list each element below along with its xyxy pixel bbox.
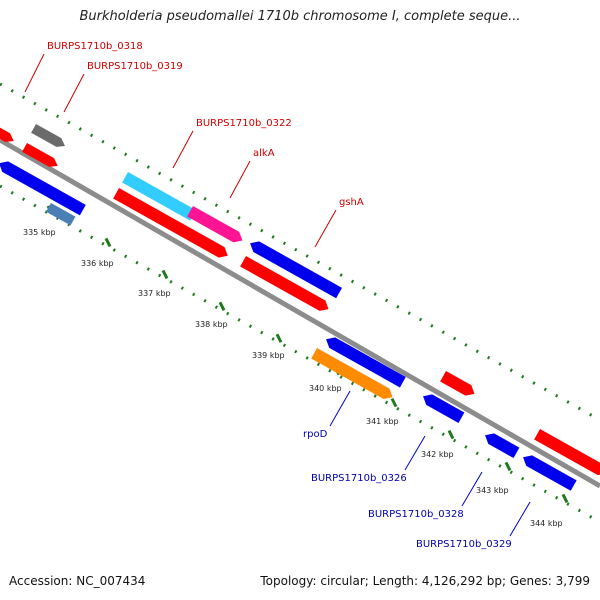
upper-tick-row — [0, 82, 600, 422]
kbp-label: 343 kbp — [476, 486, 509, 495]
tick-rows — [0, 82, 600, 524]
kbp-label: 340 kbp — [309, 384, 342, 393]
gene-label: BURPS1710b_0322 — [196, 118, 292, 129]
kbp-tick — [161, 269, 169, 280]
kbp-label: 339 kbp — [252, 351, 285, 360]
lower-tick-row — [0, 184, 600, 524]
gene-feature — [240, 256, 329, 311]
ruler: 335 kbp 336 kbp 337 kbp 338 kbp 339 kbp 340 k… — [23, 228, 563, 528]
gene-label: rpoD — [303, 429, 328, 440]
gene-feature — [0, 161, 86, 216]
kbp-label: 344 kbp — [530, 519, 563, 528]
gene-label: alkA — [253, 148, 275, 159]
gene-label: BURPS1710b_0318 — [47, 41, 143, 52]
gene-leader-line — [63, 73, 85, 113]
gene-feature — [311, 348, 393, 400]
gene-feature — [122, 172, 197, 221]
gene-leader-line — [509, 501, 531, 537]
gene-feature — [31, 124, 65, 147]
map-title: Burkholderia pseudomallei 1710b chromoso… — [79, 9, 521, 24]
gene-feature — [22, 143, 58, 167]
gene-label: BURPS1710b_0328 — [368, 509, 464, 520]
leaders — [24, 53, 531, 537]
kbp-tick — [218, 301, 226, 311]
kbp-tick — [275, 333, 283, 343]
gene-feature — [534, 429, 600, 476]
kbp-label: 335 kbp — [23, 228, 56, 237]
backbone-line — [0, 137, 600, 489]
kbp-label: 342 kbp — [421, 450, 454, 459]
gene-leader-line — [24, 53, 45, 93]
gene-feature — [113, 188, 228, 258]
gene-leader-line — [461, 471, 483, 507]
gene-label: BURPS1710b_0319 — [87, 61, 183, 72]
genome-summary-text: Topology: circular; Length: 4,126,292 bp… — [260, 574, 590, 588]
gene-leader-line — [314, 209, 337, 248]
kbp-label: 337 kbp — [138, 289, 171, 298]
gene-feature — [423, 394, 465, 423]
gene-feature — [326, 337, 406, 388]
kbp-tick — [104, 237, 112, 248]
gene-label: BURPS1710b_0326 — [311, 473, 407, 484]
gene-feature — [523, 455, 577, 491]
kbp-tick — [504, 461, 512, 472]
gene-leader-line — [329, 390, 351, 427]
kbp-label: 336 kbp — [81, 259, 114, 268]
gene-feature — [485, 433, 520, 459]
kbp-tick — [447, 429, 455, 440]
gene-feature — [440, 371, 475, 396]
gene-feature — [250, 241, 342, 299]
gene-label: gshA — [339, 197, 364, 208]
backbone — [0, 137, 600, 489]
gene-leader-line — [229, 160, 251, 199]
gene-leader-line — [172, 130, 194, 169]
kbp-tick — [390, 397, 398, 408]
accession-text: Accession: NC_007434 — [9, 574, 146, 588]
gene-feature — [46, 203, 76, 226]
kbp-label: 338 kbp — [195, 320, 228, 329]
gene-label: BURPS1710b_0329 — [416, 539, 512, 550]
gene-feature — [0, 122, 14, 142]
gene-feature — [187, 206, 243, 243]
gene-leader-line — [404, 435, 426, 471]
features — [0, 122, 600, 491]
labels: BURPS1710b_0318BURPS1710b_0319BURPS1710b… — [47, 41, 512, 550]
kbp-label: 341 kbp — [366, 417, 399, 426]
kbp-tick — [561, 493, 569, 504]
